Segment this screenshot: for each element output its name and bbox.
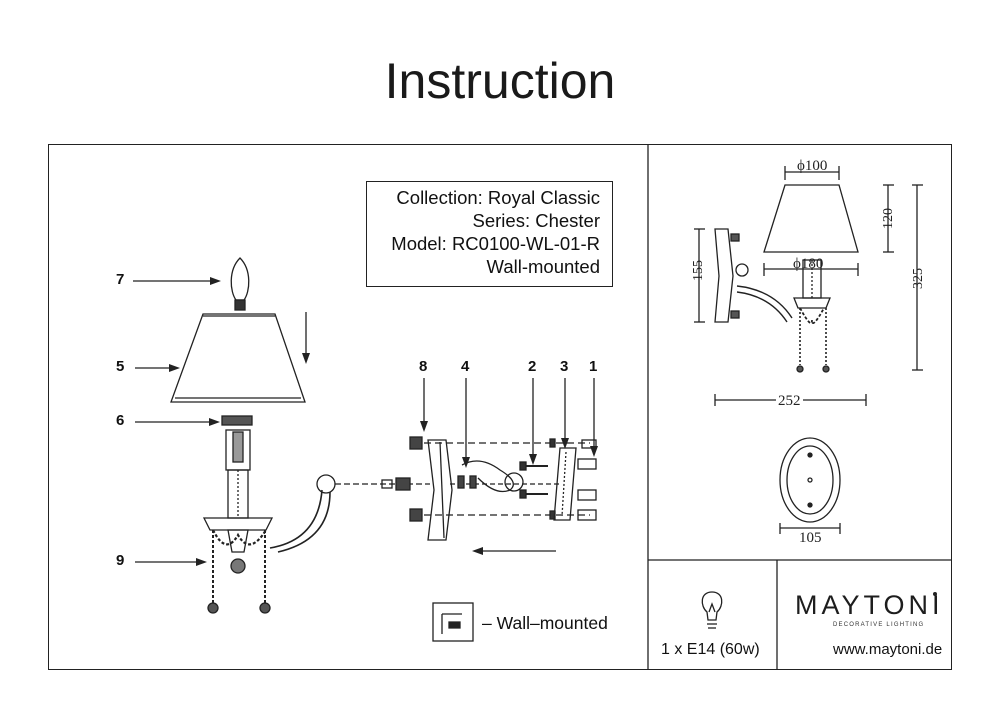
callout-8: 8 bbox=[419, 358, 428, 375]
dim-shade-top: ϕ100 bbox=[797, 158, 828, 174]
bulb-part bbox=[230, 257, 250, 311]
dim-shade-bottom: ϕ180 bbox=[793, 256, 824, 272]
callout-9: 9 bbox=[116, 552, 125, 569]
shade-part bbox=[170, 313, 306, 403]
model-label: Model: RC0100-WL-01-R bbox=[391, 233, 600, 254]
callout-3: 3 bbox=[560, 358, 569, 375]
callout-4: 4 bbox=[461, 358, 470, 375]
callout-6: 6 bbox=[116, 412, 125, 429]
instruction-frame bbox=[48, 144, 952, 670]
lamp-spec: 1 x E14 (60w) bbox=[661, 641, 760, 658]
callout-5: 5 bbox=[116, 358, 125, 375]
collection-label: Collection: Royal Classic bbox=[396, 187, 600, 208]
callout-7: 7 bbox=[116, 271, 125, 288]
product-info-box: Collection: Royal Classic Series: Cheste… bbox=[366, 181, 613, 287]
callout-2: 2 bbox=[528, 358, 537, 375]
dim-shade-height: 120 bbox=[881, 208, 896, 229]
page-title: Instruction bbox=[384, 53, 616, 109]
light-bulb-icon bbox=[701, 591, 723, 629]
dim-backplate-height: 155 bbox=[691, 260, 706, 281]
brand-tagline: DECORATIVE LIGHTING bbox=[833, 622, 925, 628]
website-link[interactable]: www.maytoni.de bbox=[833, 641, 943, 658]
callout-1: 1 bbox=[589, 358, 598, 375]
dim-total-height: 325 bbox=[911, 268, 926, 289]
dim-plate-width: 105 bbox=[799, 530, 822, 546]
brand-logo: MAYTONI bbox=[795, 590, 944, 620]
mount-type-label: Wall-mounted bbox=[486, 256, 600, 277]
dim-depth: 252 bbox=[776, 393, 803, 410]
wall-mounted-legend: – Wall–mounted bbox=[482, 613, 608, 633]
series-label: Series: Chester bbox=[472, 210, 601, 231]
